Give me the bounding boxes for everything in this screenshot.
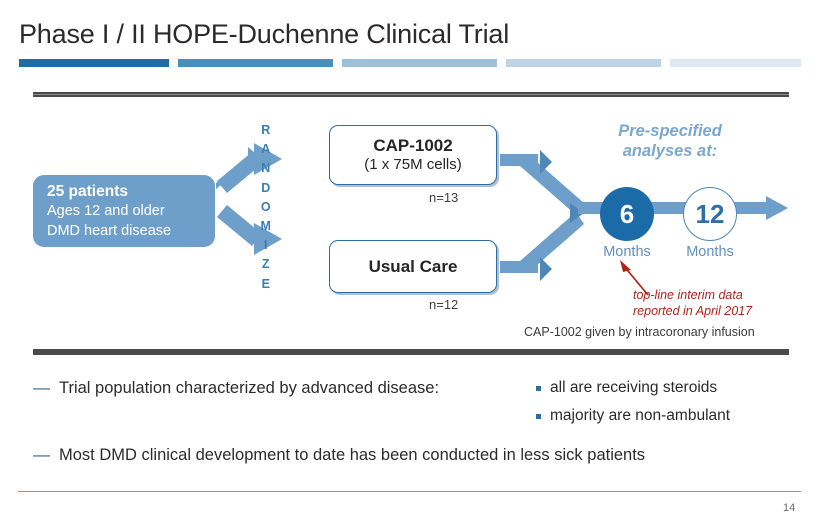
- interim-data-annotation-line2: reported in April 2017: [633, 304, 753, 318]
- arm-n-usual-care: n=12: [429, 297, 459, 312]
- accent-segment-4: [506, 59, 661, 67]
- trial-flow-diagram: [0, 97, 820, 349]
- population-count: 25 patients: [47, 183, 128, 200]
- sub-bullet-text-2: majority are non-ambulant: [550, 407, 731, 424]
- arm-subtitle-cap-1002: (1 x 75M cells): [364, 156, 462, 174]
- accent-bar: [19, 59, 801, 67]
- timepoint-unit-12: Months: [686, 244, 734, 260]
- analyses-heading-line2: analyses at:: [622, 142, 718, 161]
- square-bullet-icon: [536, 386, 541, 391]
- page-number: 14: [783, 502, 796, 514]
- randomize-arrow-lower-shape: [217, 205, 282, 255]
- interim-data-annotation-line1: top-line interim data: [633, 288, 743, 302]
- square-bullet-icon: [536, 414, 541, 419]
- arm-box-cap-1002: CAP-1002 (1 x 75M cells): [329, 125, 497, 185]
- timepoint-unit-6: Months: [603, 244, 651, 260]
- population-condition: DMD heart disease: [47, 222, 172, 239]
- merge-connector-upper: [500, 150, 584, 215]
- divider-bottom: [33, 349, 789, 355]
- arm-n-cap-1002: n=13: [429, 190, 459, 205]
- sub-bullet-item-1: all are receiving steroids: [536, 379, 717, 397]
- randomize-letter-n: N: [261, 161, 271, 176]
- page-title: Phase I / II HOPE-Duchenne Clinical Tria…: [19, 19, 510, 49]
- merge-connector-lower: [500, 212, 584, 281]
- randomize-letter-o: O: [260, 199, 272, 214]
- randomize-letter-a: A: [261, 142, 271, 157]
- timepoint-value-12: 12: [695, 199, 725, 229]
- timepoint-circle-6: 6: [600, 187, 654, 241]
- arm-title-usual-care: Usual Care: [368, 256, 458, 276]
- analyses-heading: Pre-specified analyses at:: [575, 121, 765, 161]
- randomize-letter-r: R: [261, 123, 271, 137]
- randomize-letter-z: Z: [261, 257, 271, 272]
- dash-icon: —: [33, 445, 50, 464]
- annotation-pointer-arrow: [620, 260, 649, 296]
- randomize-letter-d: D: [261, 180, 271, 195]
- sub-bullet-item-2: majority are non-ambulant: [536, 407, 730, 425]
- analyses-heading-line1: Pre-specified: [618, 122, 722, 140]
- timeline-end-arrow: [740, 196, 788, 220]
- accent-segment-5: [670, 59, 801, 67]
- timeline-junction: [570, 203, 584, 223]
- bullet-item-1: — Trial population characterized by adva…: [33, 379, 439, 398]
- timepoint-circle-12: 12: [683, 187, 737, 241]
- divider-top: [33, 92, 789, 97]
- accent-segment-2: [178, 59, 333, 67]
- randomize-arrow-upper-shape: [217, 143, 282, 193]
- arm-title-cap-1002: CAP-1002: [373, 135, 453, 155]
- interim-data-annotation: top-line interim data reported in April …: [633, 287, 808, 319]
- accent-segment-3: [342, 59, 497, 67]
- randomize-letter-e: E: [261, 276, 271, 291]
- randomize-letter-m: M: [260, 219, 272, 234]
- sub-bullet-text-1: all are receiving steroids: [550, 379, 718, 396]
- population-ages: Ages 12 and older: [47, 203, 165, 220]
- randomize-letter-i: I: [264, 238, 268, 253]
- timepoint-value-6: 6: [619, 199, 635, 229]
- divider-footer: [18, 491, 801, 492]
- population-box: 25 patients Ages 12 and older DMD heart …: [33, 175, 215, 247]
- arm-box-usual-care: Usual Care: [329, 240, 497, 293]
- bullet-text-1: Trial population characterized by advanc…: [59, 379, 440, 397]
- accent-segment-1: [19, 59, 169, 67]
- diagram-footnote: CAP-1002 given by intracoronary infusion: [524, 325, 755, 339]
- bullet-text-2: Most DMD clinical development to date ha…: [59, 446, 646, 464]
- randomize-label: R A N D O M I Z E: [255, 121, 277, 294]
- dash-icon: —: [33, 378, 50, 397]
- bullet-item-2: — Most DMD clinical development to date …: [33, 446, 645, 465]
